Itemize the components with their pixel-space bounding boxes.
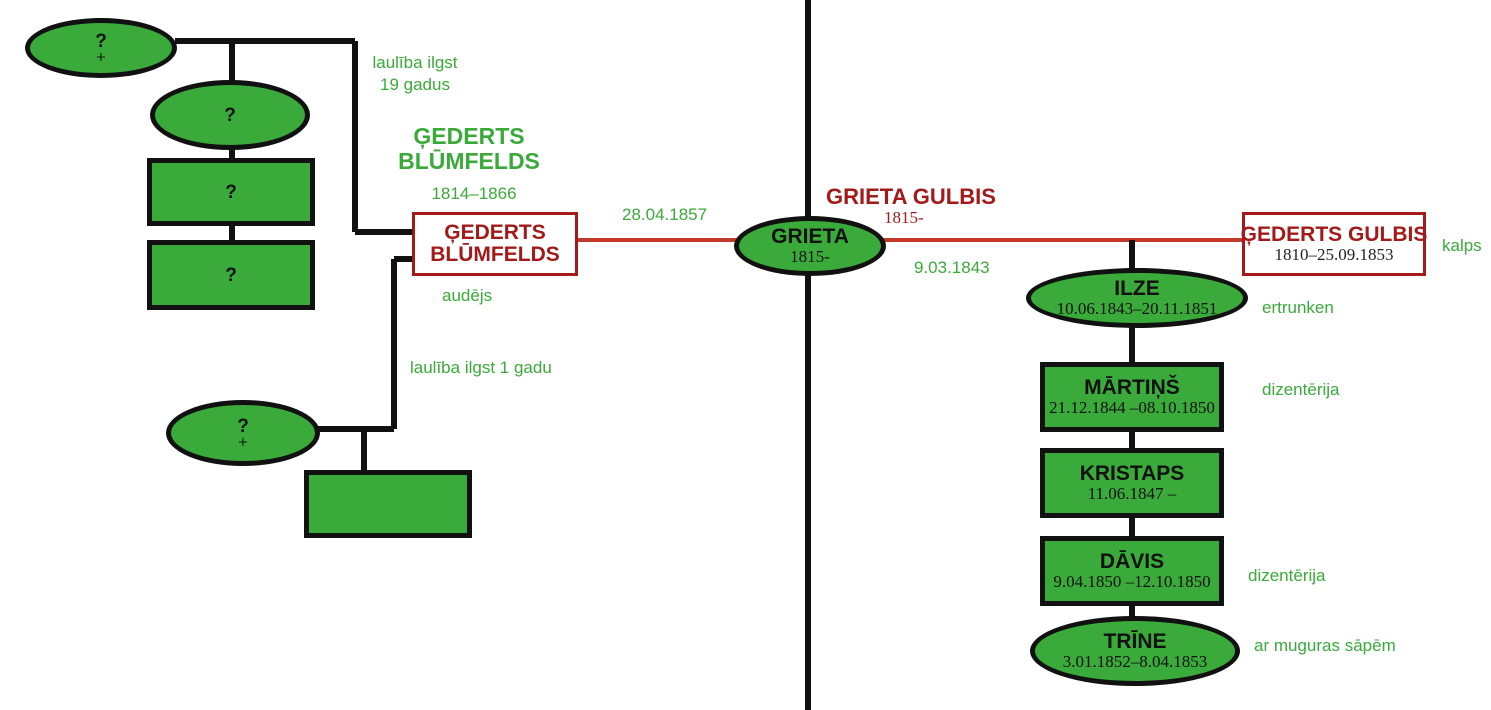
death-mark: +	[237, 435, 249, 450]
gederts-header-line2: BLŪMFELDS	[398, 148, 540, 175]
gederts-occupation: audējs	[442, 286, 493, 305]
gederts-blumfelds-node[interactable]: ĢEDERTS BLŪMFELDS	[412, 212, 578, 276]
death-mark: +	[95, 50, 107, 65]
marriage-date-right: 9.03.1843	[914, 258, 990, 277]
spouse2-child-node[interactable]	[304, 470, 472, 538]
child-dates: 3.01.1852–8.04.1853	[1062, 652, 1208, 672]
child3-name: ?	[225, 264, 237, 286]
child-note: dizentērija	[1248, 566, 1326, 585]
spouse2-node[interactable]: ? +	[166, 400, 320, 466]
grieta-gulbis-title: GRIETA GULBIS	[826, 184, 996, 209]
child-note: ertrunken	[1262, 298, 1334, 317]
child2-name: ?	[225, 181, 237, 203]
child2-node[interactable]: ?	[147, 158, 315, 226]
child-dates: 10.06.1843–20.11.1851	[1056, 299, 1218, 319]
gederts-box-line1: ĢEDERTS	[444, 220, 546, 244]
gederts-gulbis-node[interactable]: ĢEDERTS GULBIS 1810–25.09.1853	[1240, 212, 1428, 276]
child-ilze-node[interactable]: ILZE 10.06.1843–20.11.1851	[1026, 268, 1248, 328]
gederts-header-line1: ĢEDERTS	[413, 123, 525, 149]
child3-node[interactable]: ?	[147, 240, 315, 310]
child-note: dizentērija	[1262, 380, 1340, 399]
spouse1-node[interactable]: ? +	[25, 18, 177, 78]
grieta-gulbis-dates: 1815-	[884, 208, 924, 227]
child1-name: ?	[224, 104, 236, 126]
child-kristaps-node[interactable]: KRISTAPS 11.06.1847 –	[1040, 448, 1224, 518]
spouse1-name: ?	[95, 31, 107, 52]
gederts-gulbis-name: ĢEDERTS GULBIS	[1240, 223, 1428, 247]
child-davis-node[interactable]: DĀVIS 9.04.1850 –12.10.1850	[1040, 536, 1224, 606]
marriage1-note-line1: laulība ilgst	[372, 53, 458, 72]
child-name: KRISTAPS	[1079, 462, 1185, 486]
child-dates: 21.12.1844 –08.10.1850	[1049, 398, 1215, 418]
spouse2-name: ?	[237, 416, 249, 437]
gederts-header-dates: 1814–1866	[431, 184, 517, 203]
marriage1-note-line2: 19 gadus	[380, 75, 450, 95]
gederts-gulbis-occupation: kalps	[1442, 236, 1482, 255]
child1-node[interactable]: ?	[150, 80, 310, 150]
grieta-node[interactable]: GRIETA 1815-	[734, 216, 886, 276]
child-name: ILZE	[1114, 277, 1160, 301]
child-trine-node[interactable]: TRĪNE 3.01.1852–8.04.1853	[1030, 616, 1240, 686]
grieta-dates: 1815-	[790, 247, 830, 267]
child-note: ar muguras sāpēm	[1254, 636, 1396, 655]
child-name: DĀVIS	[1099, 550, 1165, 574]
gederts-header-name: ĢEDERTS BLŪMFELDS	[388, 123, 550, 175]
child-martins-node[interactable]: MĀRTIŅŠ 21.12.1844 –08.10.1850	[1040, 362, 1224, 432]
grieta-name: GRIETA	[771, 225, 849, 249]
marriage1-duration-note: laulība ilgst 19 gadus	[362, 52, 468, 96]
marriage-date-left: 28.04.1857	[622, 205, 708, 224]
child-dates: 9.04.1850 –12.10.1850	[1053, 572, 1211, 592]
gederts-gulbis-dates: 1810–25.09.1853	[1274, 245, 1394, 265]
marriage2-duration-note: laulība ilgst 1 gadu	[410, 358, 552, 377]
child-dates: 11.06.1847 –	[1087, 484, 1177, 504]
gederts-box-line2: BLŪMFELDS	[430, 243, 560, 266]
child-name: TRĪNE	[1103, 630, 1167, 654]
child-name: MĀRTIŅŠ	[1084, 376, 1180, 400]
